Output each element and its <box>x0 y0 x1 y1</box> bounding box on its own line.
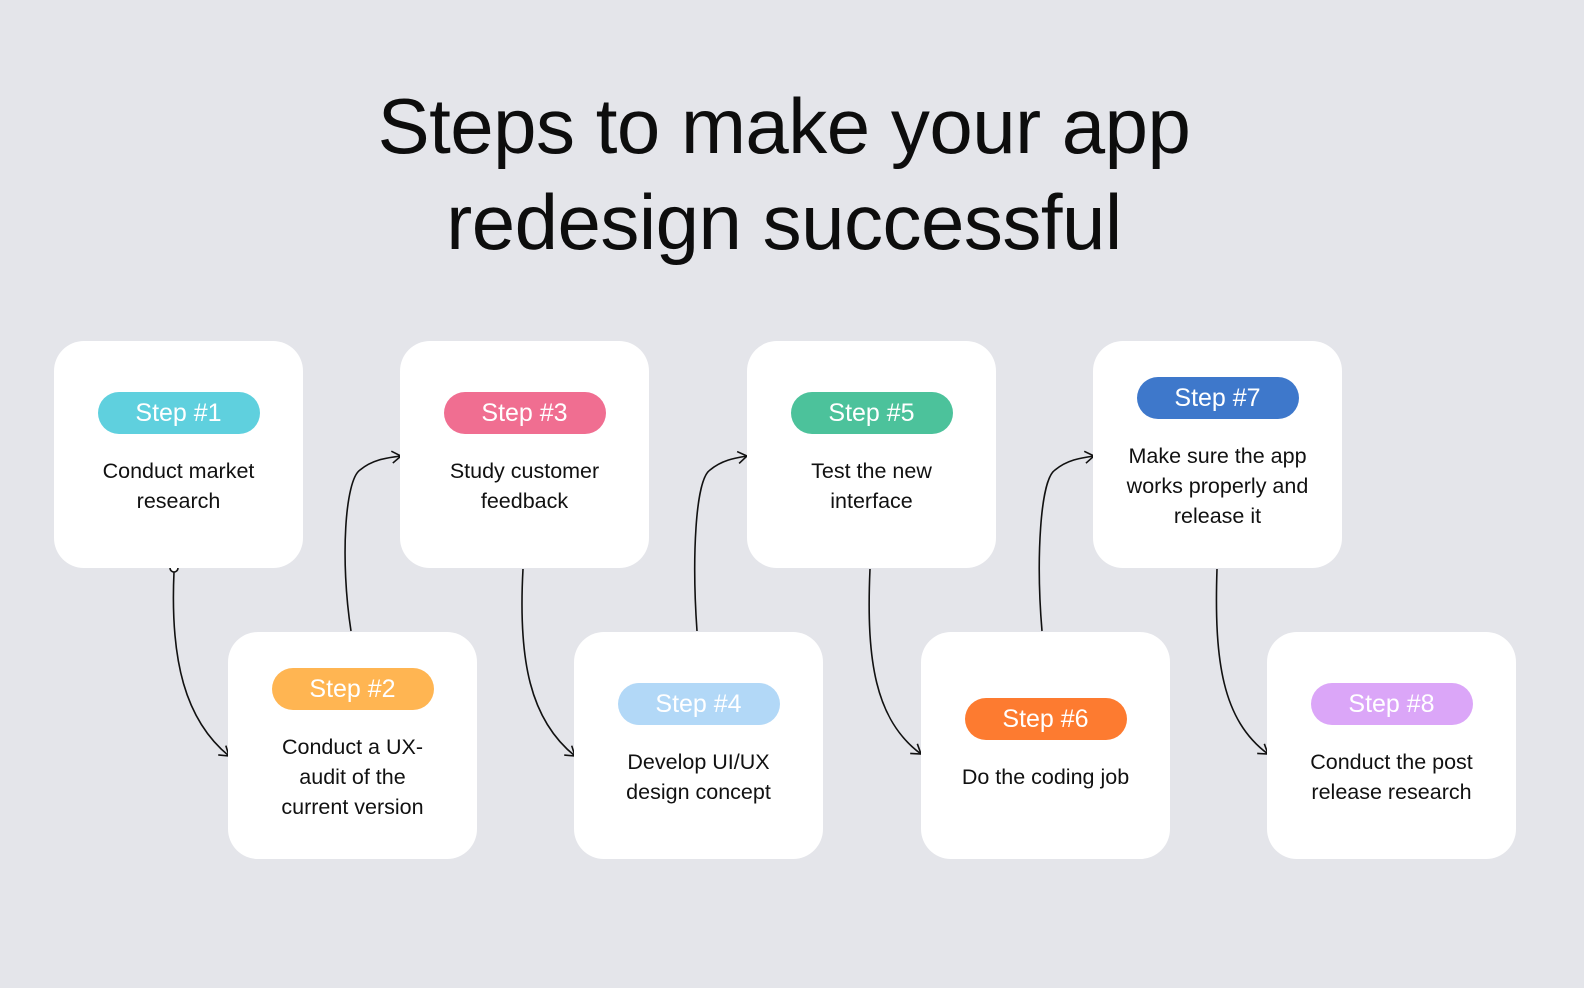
step-description-4: Develop UI/UX design concept <box>626 750 771 804</box>
arrow-7-to-8 <box>1215 568 1270 755</box>
arrow-4-to-5 <box>693 450 749 632</box>
step-description-1: Conduct market research <box>102 459 255 513</box>
step-card-7: Step #7 Make sure the app works properly… <box>1093 341 1342 568</box>
arrow-2-to-3 <box>344 450 403 632</box>
step-description-7: Make sure the app works properly and rel… <box>1126 444 1309 528</box>
step-badge-2: Step #2 <box>271 668 434 710</box>
title-line-1: Steps to make your app <box>377 82 1191 170</box>
step-card-4: Step #4 Develop UI/UX design concept <box>574 632 823 859</box>
title-line-2: redesign successful <box>446 178 1122 266</box>
step-card-3: Step #3 Study customer feedback <box>400 341 649 568</box>
step-card-2: Step #2 Conduct a UX- audit of the curre… <box>228 632 477 859</box>
step-badge-6: Step #6 <box>964 698 1127 740</box>
step-badge-8: Step #8 <box>1310 683 1473 725</box>
step-description-8: Conduct the post release research <box>1310 750 1473 804</box>
step-description-3: Study customer feedback <box>449 459 600 513</box>
step-badge-3: Step #3 <box>443 392 606 434</box>
step-description-2: Conduct a UX- audit of the current versi… <box>281 735 424 819</box>
step-badge-5: Step #5 <box>790 392 953 434</box>
arrow-3-to-4 <box>521 568 577 757</box>
step-card-8: Step #8 Conduct the post release researc… <box>1267 632 1516 859</box>
step-card-5: Step #5 Test the new interface <box>747 341 996 568</box>
step-card-1: Step #1 Conduct market research <box>54 341 303 568</box>
arrow-1-to-2 <box>172 571 231 757</box>
step-badge-1: Step #1 <box>97 392 260 434</box>
step-description-5: Test the new interface <box>811 459 932 513</box>
step-card-6: Step #6 Do the coding job <box>921 632 1170 859</box>
page-title: Steps to make your app redesign successf… <box>0 78 1568 270</box>
arrow-6-to-7 <box>1038 450 1096 632</box>
arrow-5-to-6 <box>868 568 923 755</box>
step-badge-7: Step #7 <box>1136 377 1299 419</box>
step-badge-4: Step #4 <box>617 683 780 725</box>
step-description-6: Do the coding job <box>961 765 1130 789</box>
